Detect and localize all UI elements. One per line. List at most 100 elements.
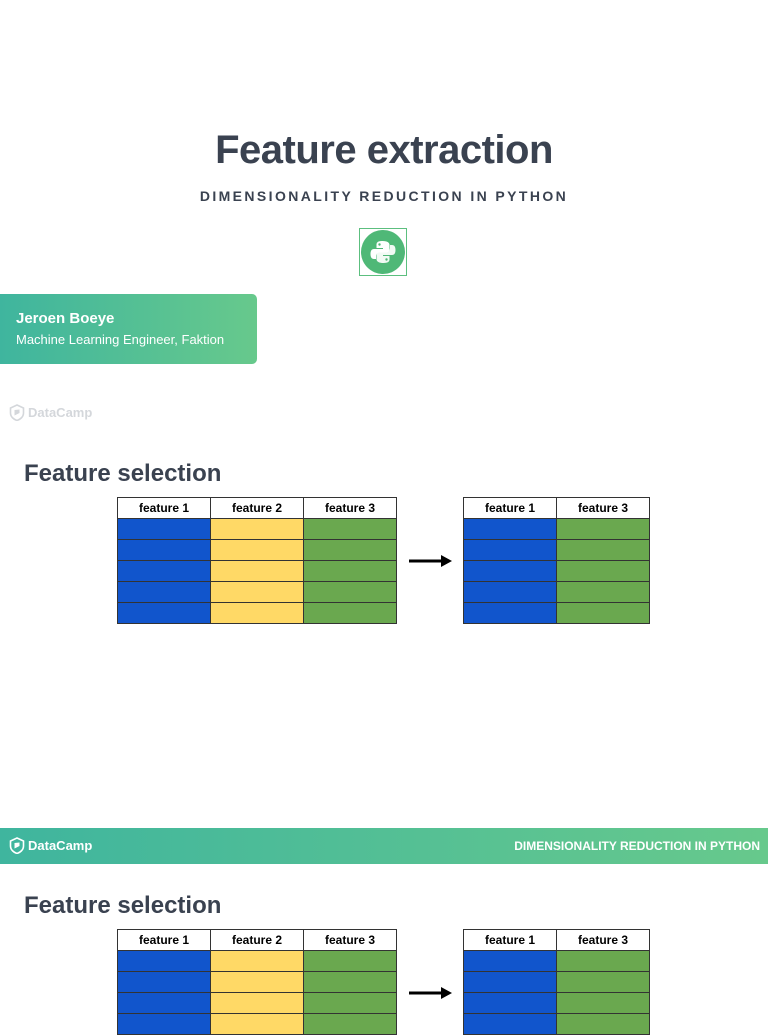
table-cell xyxy=(117,518,211,540)
table-cell xyxy=(210,560,304,582)
datacamp-logo-icon xyxy=(9,837,25,854)
course-subtitle: DIMENSIONALITY REDUCTION IN PYTHON xyxy=(199,188,569,204)
table-cell xyxy=(210,992,304,1014)
table-cell xyxy=(463,581,557,603)
table-cell xyxy=(556,581,650,603)
table-cell xyxy=(556,971,650,993)
table-row xyxy=(463,581,650,603)
table-cell xyxy=(303,518,397,540)
table-cell xyxy=(303,992,397,1014)
table-cell xyxy=(463,518,557,540)
table-row xyxy=(463,950,650,972)
table-row xyxy=(463,560,650,582)
table-row xyxy=(117,518,397,540)
datacamp-logo: DataCamp xyxy=(9,837,92,854)
table-cell xyxy=(117,1013,211,1035)
author-name: Jeroen Boeye xyxy=(16,310,115,327)
column-header: feature 1 xyxy=(463,929,557,951)
column-header: feature 2 xyxy=(210,929,304,951)
banner-course-title: DIMENSIONALITY REDUCTION IN PYTHON xyxy=(514,839,760,853)
datacamp-logo-icon xyxy=(9,404,25,421)
column-header: feature 3 xyxy=(303,497,397,519)
table-cell xyxy=(303,602,397,624)
table-cell xyxy=(463,539,557,561)
table-row xyxy=(117,560,397,582)
table-cell xyxy=(463,950,557,972)
table-cell xyxy=(303,950,397,972)
table-cell xyxy=(463,602,557,624)
table-cell xyxy=(117,602,211,624)
table-cell xyxy=(463,560,557,582)
column-header: feature 3 xyxy=(556,929,650,951)
column-header: feature 1 xyxy=(117,497,211,519)
table-cell xyxy=(210,539,304,561)
table-row xyxy=(117,581,397,603)
table-cell xyxy=(556,539,650,561)
table-cell xyxy=(210,1013,304,1035)
author-role: Machine Learning Engineer, Faktion xyxy=(16,332,225,347)
table-row xyxy=(463,518,650,540)
column-header: feature 1 xyxy=(463,497,557,519)
table-row xyxy=(117,992,397,1014)
python-logo xyxy=(359,228,407,276)
table-cell xyxy=(117,560,211,582)
table-row xyxy=(117,950,397,972)
table-cell xyxy=(556,560,650,582)
table-cell xyxy=(556,518,650,540)
datacamp-brand-text: DataCamp xyxy=(28,838,93,853)
table-cell xyxy=(556,1013,650,1035)
table-cell xyxy=(210,971,304,993)
table-row xyxy=(463,539,650,561)
author-card: Jeroen Boeye Machine Learning Engineer, … xyxy=(0,294,257,364)
table-cell xyxy=(117,950,211,972)
datacamp-brand-text: DataCamp xyxy=(28,405,93,420)
table-cell xyxy=(303,560,397,582)
course-banner: DataCamp DIMENSIONALITY REDUCTION IN PYT… xyxy=(0,828,768,864)
column-header: feature 3 xyxy=(303,929,397,951)
table-cell xyxy=(556,992,650,1014)
section-heading: Feature selection xyxy=(24,892,222,919)
table-cell xyxy=(463,1013,557,1035)
table-cell xyxy=(210,518,304,540)
table-row xyxy=(463,992,650,1014)
table-cell xyxy=(117,539,211,561)
table-row xyxy=(117,1013,397,1035)
table-cell xyxy=(210,581,304,603)
table-row xyxy=(117,539,397,561)
table-cell xyxy=(303,539,397,561)
table-cell xyxy=(303,1013,397,1035)
python-logo-icon xyxy=(361,230,405,274)
slide-title: Feature extraction xyxy=(215,128,553,172)
table-row xyxy=(117,602,397,624)
table-cell xyxy=(210,602,304,624)
table-cell xyxy=(117,971,211,993)
column-header: feature 1 xyxy=(117,929,211,951)
table-row xyxy=(117,971,397,993)
table-cell xyxy=(303,581,397,603)
table-cell xyxy=(463,992,557,1014)
table-cell xyxy=(210,950,304,972)
table-row xyxy=(463,1013,650,1035)
datacamp-watermark: DataCamp xyxy=(9,404,92,421)
table-cell xyxy=(463,971,557,993)
column-header: feature 3 xyxy=(556,497,650,519)
column-header: feature 2 xyxy=(210,497,304,519)
section-heading: Feature selection xyxy=(24,460,222,487)
table-row xyxy=(463,971,650,993)
table-cell xyxy=(117,992,211,1014)
right-arrow-icon xyxy=(409,555,452,567)
right-arrow-icon xyxy=(409,987,452,999)
table-cell xyxy=(303,971,397,993)
table-cell xyxy=(556,602,650,624)
table-cell xyxy=(117,581,211,603)
table-row xyxy=(463,602,650,624)
table-cell xyxy=(556,950,650,972)
